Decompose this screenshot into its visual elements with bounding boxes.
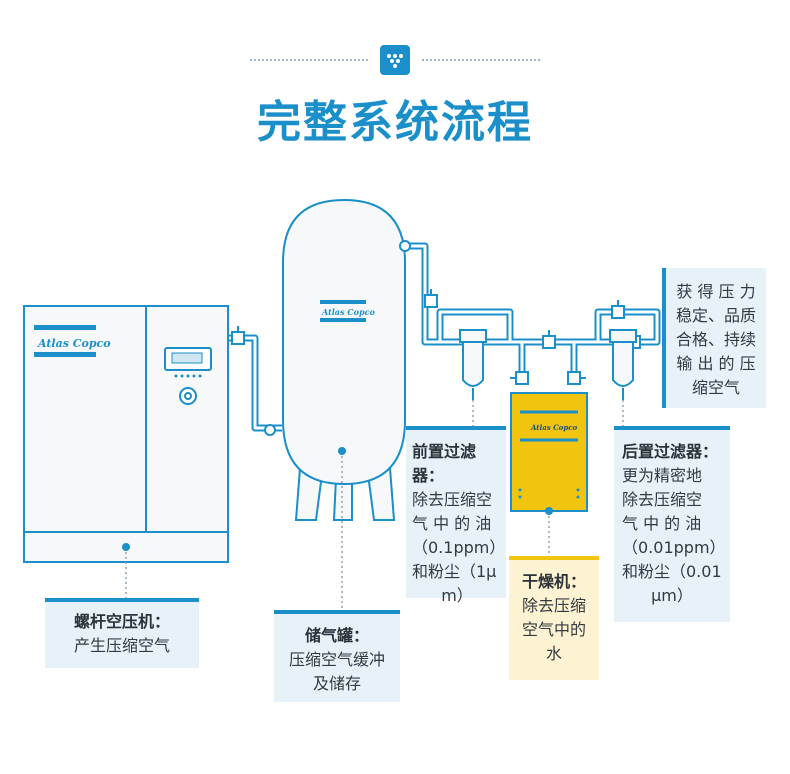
pre-filter-card-line: 气 中 的 油 xyxy=(412,514,492,533)
tank-card-line: 及储存 xyxy=(312,674,361,693)
post-filter-card-line: 气 中 的 油 xyxy=(622,514,702,533)
post-filter-card-line: 更为精密地 xyxy=(622,466,703,485)
dryer-card-line: 除去压缩 xyxy=(521,596,586,615)
pre-filter-unit xyxy=(459,329,487,400)
result-card-line: 输 出 的 压 xyxy=(676,354,756,373)
result-card-line: 稳定、品质 xyxy=(675,306,756,325)
tank-brand-logo: Atlas Copco xyxy=(321,307,375,317)
tank-card: 储气罐： 压缩空气缓冲 及储存 xyxy=(274,610,400,702)
result-card: 获 得 压 力 稳定、品质 合格、持续 输 出 的 压 缩空气 xyxy=(662,268,766,408)
post-filter-card-line: （0.01ppm） xyxy=(622,538,726,557)
compressor-card-title: 螺杆空压机： xyxy=(73,612,170,631)
dryer-card-title: 干燥机： xyxy=(521,572,586,591)
pre-filter-card-line: 和粉尘（1μ xyxy=(412,562,497,581)
result-card-line: 获 得 压 力 xyxy=(676,282,756,301)
pre-filter-card-line: m） xyxy=(441,586,473,605)
post-filter-card: 后置过滤器： 更为精密地 除去压缩空 气 中 的 油 （0.01ppm） 和粉尘… xyxy=(614,426,730,622)
page-title: 完整系统流程 xyxy=(257,97,533,148)
refrigerated-dryer xyxy=(510,392,588,512)
compressor-brand-logo: Atlas Copco xyxy=(37,337,111,350)
tank-card-line: 压缩空气缓冲 xyxy=(288,650,385,669)
header-dots-icon xyxy=(380,45,410,75)
valve-icon xyxy=(231,289,641,436)
tank-card-title: 储气罐： xyxy=(304,626,369,645)
dryer-brand-logo: Atlas Copco xyxy=(530,423,578,432)
dryer-card: 干燥机： 除去压缩 空气中的 水 xyxy=(509,556,599,680)
compressor-card-line: 产生压缩空气 xyxy=(73,636,170,655)
post-filter-card-title: 后置过滤器： xyxy=(622,442,719,461)
leader-dots xyxy=(122,447,553,551)
pre-filter-card-line: （0.1ppm） xyxy=(412,538,506,557)
dryer-card-line: 水 xyxy=(545,644,562,663)
post-filter-card-line: μm） xyxy=(651,586,693,605)
result-card-line: 合格、持续 xyxy=(675,330,756,349)
post-filter-card-line: 除去压缩空 xyxy=(622,490,703,509)
pre-filter-card-title: 前置过滤器： xyxy=(412,442,477,485)
header-dotted-line-right xyxy=(422,59,540,61)
pre-filter-card-line: 除去压缩空 xyxy=(412,490,493,509)
leader-lines xyxy=(125,400,624,610)
post-filter-unit xyxy=(609,329,637,400)
air-receiver-tank xyxy=(282,198,411,521)
screw-compressor xyxy=(23,305,229,563)
dryer-card-line: 空气中的 xyxy=(521,620,586,639)
header-dotted-line-left xyxy=(250,59,368,61)
result-card-line: 缩空气 xyxy=(691,378,740,397)
compressor-card: 螺杆空压机： 产生压缩空气 xyxy=(45,598,199,668)
pre-filter-card: 前置过滤器： 除去压缩空 气 中 的 油 （0.1ppm） 和粉尘（1μ m） xyxy=(406,426,506,605)
post-filter-card-line: 和粉尘（0.01 xyxy=(622,562,722,581)
